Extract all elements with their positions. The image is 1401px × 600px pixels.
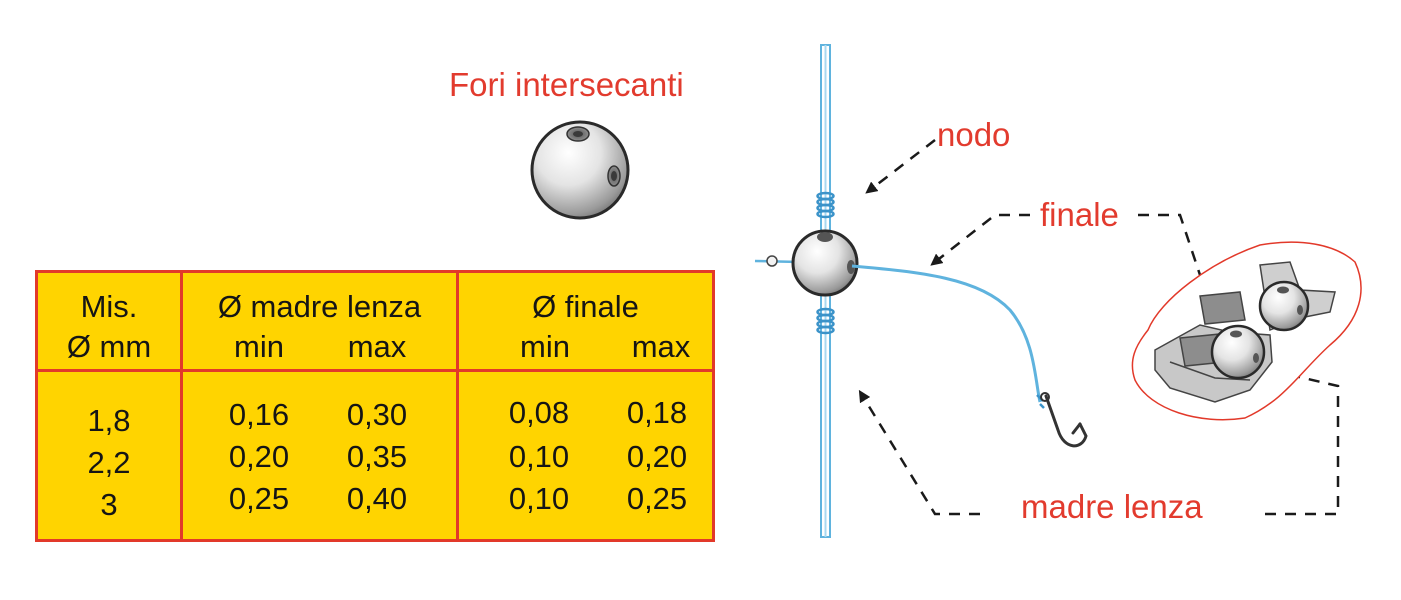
leader-line [851,264,1042,403]
table-divider [38,369,712,372]
header-finale-min: min [520,329,570,364]
table-cell-finale-max: 0,18 [626,395,688,430]
table-cell-madre-max: 0,40 [346,481,408,516]
table-cell-finale-min: 0,10 [508,439,570,474]
header-madre-max: max [347,329,407,364]
label-fori-intersecanti: Fori intersecanti [449,66,684,103]
table-cell-madre-min: 0,20 [228,439,290,474]
header-mis-unit: Ø mm [66,329,152,364]
table-cell-finale-min: 0,10 [508,481,570,516]
table-cell-mis: 2,2 [87,445,131,480]
table-cell-finale-max: 0,20 [626,439,688,474]
header-madre-min: min [234,329,284,364]
table-cell-mis: 1,8 [87,403,131,438]
header-finale-max: max [631,329,691,364]
label-finale: finale [1040,196,1119,233]
table-cell-madre-min: 0,25 [228,481,290,516]
table-cell-madre-min: 0,16 [228,397,290,432]
table-cell-finale-min: 0,08 [508,395,570,430]
table-divider [456,273,459,539]
rig-bead [791,229,859,297]
dashed-arrows [858,139,1340,516]
table-cell-madre-max: 0,35 [346,439,408,474]
header-mis: Mis. [80,289,138,324]
bead-icon [530,120,630,220]
size-table: Mis. Ø mm Ø madre lenza min max Ø finale… [35,270,715,542]
header-madre-lenza: Ø madre lenza [217,289,422,324]
header-finale: Ø finale [532,289,639,324]
hook-icon [1040,392,1088,448]
label-madre-lenza: madre lenza [1021,488,1203,525]
table-cell-mis: 3 [100,487,118,522]
table-cell-madre-max: 0,30 [346,397,408,432]
lower-knot [816,307,835,335]
upper-knot [816,191,835,219]
label-nodo: nodo [937,116,1011,153]
bead-dispenser-icon [1131,241,1362,421]
table-cell-finale-max: 0,25 [626,481,688,516]
table-divider [180,273,183,539]
